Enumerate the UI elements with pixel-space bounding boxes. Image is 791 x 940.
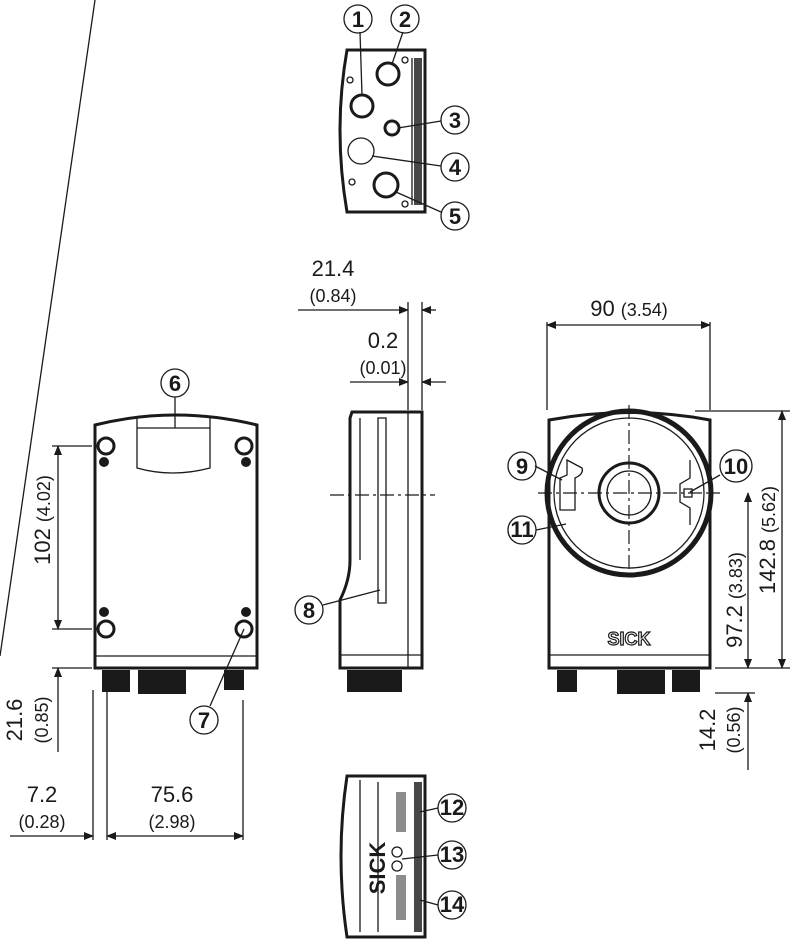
side-view: 21.4 (0.84) 0.2 (0.01) [298,256,446,692]
svg-text:14: 14 [440,892,465,917]
connector-3 [383,119,401,137]
svg-text:3: 3 [449,108,461,133]
callout-2: 2 [390,4,420,34]
callout-6: 6 [160,368,190,398]
callout-7: 7 [189,705,219,735]
callout-11: 11 [507,515,537,545]
svg-text:12: 12 [440,795,464,820]
opening-4 [347,137,375,165]
connector-1 [349,93,375,119]
callout-10: 10 [719,449,753,483]
dim-0-2-in: (0.01) [359,358,406,378]
svg-text:90(3.54): 90 (3.54) [590,296,668,321]
callout-4: 4 [440,152,470,182]
dim-142-8-mm: 142.8 [755,539,780,594]
dim-7-2-mm: 7.2 [27,782,58,807]
back-view: 102 (4.02) 21.6 (0.85) 7.2 (0.28) 75.6 (2… [0,0,259,840]
svg-text:97.2(3.83): 97.2 (3.83) [722,552,747,648]
svg-text:4: 4 [449,155,462,180]
dim-14-2-in: (0.56) [724,706,744,753]
dim-97-2-mm: 97.2 [722,605,747,648]
dim-102-mm: 102 [30,528,55,565]
dim-21-4-mm: 21.4 [312,256,355,281]
svg-text:1: 1 [352,7,364,32]
callout-12: 12 [437,793,467,823]
top-view [338,31,442,214]
svg-text:5: 5 [449,204,461,229]
callouts: 1 2 3 4 5 6 7 8 9 10 11 12 13 14 [160,4,753,920]
dim-21-6-in: (0.85) [32,696,52,743]
dim-97-2-in: (3.83) [726,552,746,599]
callout-1: 1 [343,4,373,34]
callout-8: 8 [294,595,324,625]
svg-text:10: 10 [724,454,748,479]
svg-text:102(4.02): 102 (4.02) [30,475,55,565]
connector-2 [375,61,401,87]
dim-75-6-in: (2.98) [148,812,195,832]
dim-21-4-in: (0.84) [309,286,356,306]
callout-13: 13 [437,840,467,870]
svg-text:142.8(5.62): 142.8 (5.62) [755,486,780,594]
dim-21-6-mm: 21.6 [2,699,27,742]
bottom-view: SICK [339,774,439,939]
dim-7-2-in: (0.28) [18,812,65,832]
dim-90-in: (3.54) [621,300,668,320]
svg-text:7: 7 [198,708,210,733]
svg-text:8: 8 [303,598,315,623]
callout-5: 5 [440,201,470,231]
dim-102-in: (4.02) [34,475,54,522]
dim-75-6-mm: 75.6 [151,782,194,807]
connector-5 [372,171,400,199]
callout-14: 14 [437,890,467,920]
dim-90-mm: 90 [590,296,614,321]
svg-text:6: 6 [169,371,181,396]
dim-14-2-mm: 14.2 [695,709,720,752]
svg-text:9: 9 [516,454,528,479]
svg-text:13: 13 [440,842,464,867]
callout-9: 9 [507,451,537,481]
dim-0-2-mm: 0.2 [368,328,399,353]
sick-logo: SICK [607,629,650,649]
sick-logo-bottom: SICK [365,842,390,895]
callout-3: 3 [440,105,470,135]
svg-text:11: 11 [510,517,533,542]
front-view: SICK 90 (3.54) 142.8 (5.62) 97.2 (3.83) 14.… [534,296,790,770]
svg-text:2: 2 [399,7,411,32]
dim-142-8-in: (5.62) [759,486,779,533]
